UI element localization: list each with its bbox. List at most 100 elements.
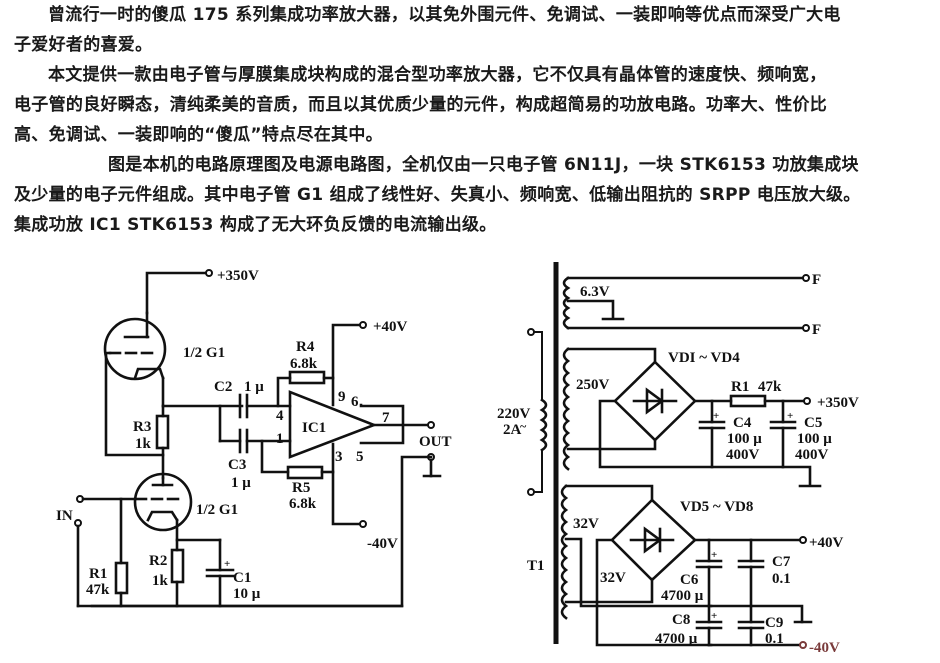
paragraph-line: 子爱好者的喜爱。 [14,35,153,55]
neg40-label: -40V [367,536,398,552]
c5-value: 100 μ [797,431,832,447]
r1-resistor [114,561,129,595]
paragraph-circuit: 图是本机的电路原理图及电源电路图，全机仅由一只电子管 6N11J，一块 STK6… [14,150,929,240]
c7-value: 0.1 [772,571,791,587]
primary-voltage: 220V [497,406,531,422]
psu-neg40-label: -40V [809,640,840,656]
r5-label: R5 [292,480,310,496]
c7-label: C7 [772,554,791,570]
ac-symbol: ~ [520,419,527,433]
psu-r1-value: 47k [758,379,782,395]
paragraph-description: 本文提供一款由电子管与厚膜集成块构成的混合型功率放大器，它不仅具有晶体管的速度快… [14,60,929,150]
r3-value: 1k [135,436,152,452]
paragraph-line: 及少量的电子元件组成。其中电子管 G1 组成了线性好、失真小、频响宽、低输出阻抗… [14,185,861,205]
primary-current: 2A [503,422,522,438]
heater-winding-icon [562,276,571,330]
r2-value: 1k [152,573,169,589]
r5-value: 6.8k [289,496,317,512]
pin-3: 3 [335,449,343,465]
transformer-label: T1 [527,558,545,574]
hv-label: +350V [217,268,259,284]
circuit-schematic: +350V 1/2 G1 R3 1k C2 1 μ C3 1 μ IC [56,262,859,656]
in-label: IN [56,508,73,524]
paragraph-intro: 曾流行一时的傻瓜 175 系列集成功率放大器，以其免外围元件、免调试、一装即响等… [14,0,929,60]
power-supply-circuit: 220V 2A ~ F F 6.3V 250V VDI ~ VD4 + [497,262,859,656]
psu-hv-label: +350V [817,395,859,411]
r4-label: R4 [296,339,315,355]
c4-rating: 400V [726,447,760,463]
heater-f2: F [812,322,821,338]
paragraph-line: 电子管的良好瞬态，清纯柔美的音质，而且以其优质少量的元件，构成超简易的功放电路。… [14,95,828,115]
c9-label: C9 [765,615,783,631]
svg-text:+: + [224,558,230,570]
upper-tube-icon [103,311,167,381]
diode-icon [632,387,678,415]
pin-9: 9 [338,389,346,405]
c8-value: 4700 μ [655,631,698,647]
primary-winding-icon [539,398,548,452]
lower-tube-icon [133,472,193,532]
r2-label: R2 [149,553,167,569]
pos40-label: +40V [373,319,408,335]
c1-value: 10 μ [233,586,261,602]
c3-label: C3 [228,457,246,473]
c2-label: C2 [214,379,232,395]
psu-r1-label: R1 [731,379,749,395]
r1-value: 47k [86,582,110,598]
heater-terminal-1 [802,274,810,282]
c2-value: 1 μ [244,379,264,395]
c6-value: 4700 μ [661,588,704,604]
paragraph-line: 本文提供一款由电子管与厚膜集成块构成的混合型功率放大器，它不仅具有晶体管的速度快… [48,65,827,85]
hv-winding-icon [562,347,571,471]
out-terminal-1 [427,421,435,429]
hv-terminal [205,269,213,277]
svg-text:+: + [711,610,717,622]
mains-terminal-1 [527,328,535,336]
upper-tube-label: 1/2 G1 [183,345,225,361]
heater-f1: F [812,272,821,288]
r4-resistor [288,370,326,385]
paragraph-line: 曾流行一时的傻瓜 175 系列集成功率放大器，以其免外围元件、免调试、一装即响等… [48,5,841,25]
r2-resistor [170,548,185,584]
pin-7: 7 [382,410,390,426]
r3-resistor [155,414,170,450]
hv-winding-voltage: 250V [576,377,610,393]
mains-terminal-2 [527,488,535,496]
heater-voltage: 6.3V [580,284,610,300]
c5-rating: 400V [795,447,829,463]
svg-text:+: + [711,549,717,561]
lv-winding-voltage-2: 32V [600,570,626,586]
ic1-amplifier-icon [288,390,378,459]
c6-label: C6 [680,572,699,588]
c9-value: 0.1 [765,631,784,647]
pin-5: 5 [356,449,364,465]
psu-hv-terminal [803,397,811,405]
paragraph-line: 图是本机的电路原理图及电源电路图，全机仅由一只电子管 6N11J，一块 STK6… [108,155,859,175]
lv-winding-voltage-1: 32V [573,516,599,532]
c5-label: C5 [804,415,822,431]
paragraph-line: 高、免调试、一装即响的“傻瓜”特点尽在其中。 [14,125,383,145]
psu-pos40-label: +40V [809,535,844,551]
r4-value: 6.8k [290,356,318,372]
heater-terminal-2 [802,324,810,332]
neg40-terminal [359,520,367,528]
psu-r1-resistor [729,394,767,408]
pin-4: 4 [276,408,284,424]
r1-label: R1 [89,566,107,582]
amplifier-circuit: +350V 1/2 G1 R3 1k C2 1 μ C3 1 μ IC [56,268,452,608]
pos40-terminal [359,321,367,329]
c4-value: 100 μ [727,431,762,447]
lv-bridge-rectifier [610,498,697,582]
lv-bridge-label: VD5 ~ VD8 [680,499,753,515]
paragraph-line: 集成功放 IC1 STK6153 构成了无大环负反馈的电流输出级。 [14,215,497,235]
r5-resistor [286,465,324,480]
psu-neg40-terminal [799,641,807,649]
ic1-label: IC1 [302,420,326,436]
c3-value: 1 μ [231,475,251,491]
c1-label: C1 [233,570,251,586]
diode-icon [629,526,675,554]
psu-pos40-terminal [799,536,807,544]
pin-6: 6 [351,394,359,410]
hv-bridge-rectifier [613,360,697,442]
svg-text:+: + [787,410,793,422]
